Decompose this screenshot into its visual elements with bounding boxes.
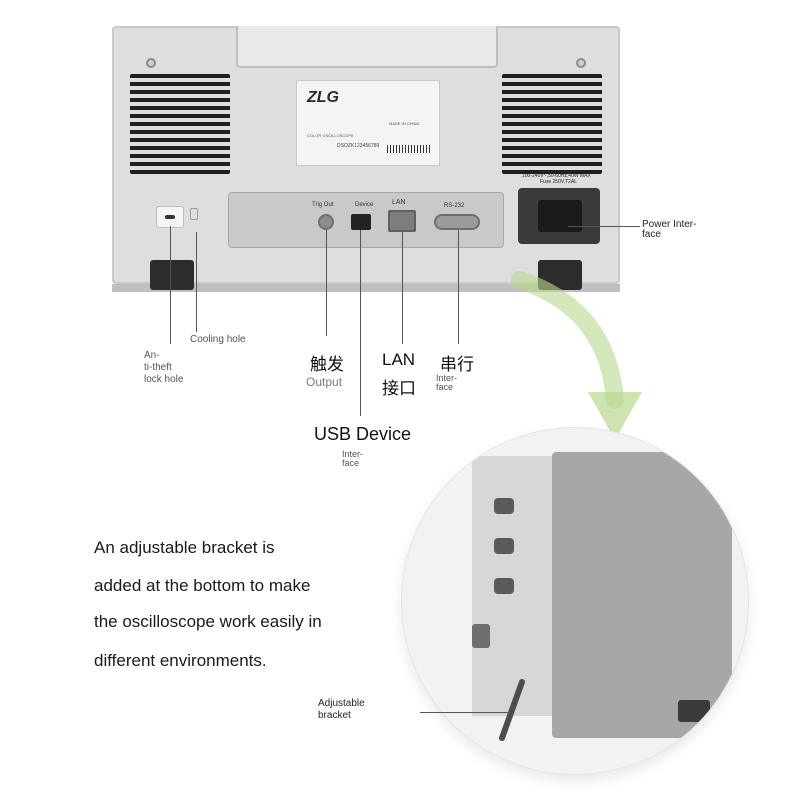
green-arrow-icon xyxy=(511,271,642,440)
screw-icon xyxy=(146,58,156,68)
bnc-connector-icon xyxy=(472,624,490,648)
barcode xyxy=(387,145,431,153)
usb-callout-line xyxy=(360,230,361,416)
device-side-view xyxy=(552,452,732,738)
device-front-side xyxy=(472,456,560,716)
knob-icon xyxy=(494,578,514,594)
trig-out-label: Trig Out xyxy=(312,202,334,208)
lan-port-label: LAN xyxy=(392,199,406,206)
usb-device-label: USB Device xyxy=(314,424,412,444)
rs232-port-label: RS-232 xyxy=(444,203,465,209)
ethernet-port-icon xyxy=(388,210,416,232)
left-foot xyxy=(150,260,194,290)
anti-theft-label: An- ti-theft lock hole xyxy=(144,350,184,385)
trigger-cn-label: 触发 xyxy=(310,355,344,374)
usb-b-port-icon xyxy=(351,214,371,230)
zoom-inset-circle xyxy=(402,428,748,774)
bnc-connector-icon xyxy=(318,214,334,230)
made-in-text: MADE IN CHINA xyxy=(389,121,420,126)
screw-icon xyxy=(576,58,586,68)
serial-interface-label: Inter- face xyxy=(436,373,458,392)
lock-hole xyxy=(156,206,184,228)
power-callout-line xyxy=(568,226,640,227)
description-line-3: the oscilloscope work easily in xyxy=(94,612,322,631)
lock-icon xyxy=(190,208,198,220)
adjustable-bracket xyxy=(499,679,710,741)
serial-callout-line xyxy=(458,230,459,344)
device-port-label: Device xyxy=(355,202,374,208)
fuse-rating-text: Fuse 250V,T2AL xyxy=(540,179,578,185)
right-cooling-vent xyxy=(502,74,602,174)
bracket-callout-line xyxy=(420,712,510,713)
power-socket-icon xyxy=(538,200,582,232)
usb-interface-label: Inter- face xyxy=(342,449,364,468)
serial-cn-label: 串行 xyxy=(440,355,474,374)
knob-icon xyxy=(494,498,514,514)
device-bottom-edge xyxy=(112,284,620,292)
knob-icon xyxy=(494,538,514,554)
cooling-callout-line xyxy=(196,232,197,332)
left-cooling-vent xyxy=(130,74,230,174)
serial-text: DSOZK123456789 xyxy=(337,143,380,149)
description-line-4: different environments. xyxy=(94,651,267,670)
serial-port-icon xyxy=(434,214,480,230)
lan-callout-line xyxy=(402,232,403,344)
lan-interface-label: 接口 xyxy=(382,379,416,398)
trigger-callout-line xyxy=(326,230,327,336)
power-interface-label: Power Inter- face xyxy=(642,219,697,240)
cooling-hole-label: Cooling hole xyxy=(190,334,246,345)
bracket-label: Adjustable bracket xyxy=(318,698,365,721)
anti-theft-callout-line xyxy=(170,226,171,344)
brand-logo: ZLG xyxy=(307,89,339,106)
trigger-output-label: Output xyxy=(306,375,343,389)
device-label-plate: ZLG COLOR OSCILLOSCOPE DSOZK123456789 MA… xyxy=(296,80,440,166)
model-line-text: COLOR OSCILLOSCOPE xyxy=(307,133,354,138)
carry-handle xyxy=(236,26,498,68)
lan-label: LAN xyxy=(382,350,416,369)
power-rating-text: 100-240V~,50-60Hz,40W MAX xyxy=(522,173,591,179)
description-line-1: An adjustable bracket is xyxy=(94,538,275,557)
description-line-2: added at the bottom to make xyxy=(94,576,311,595)
